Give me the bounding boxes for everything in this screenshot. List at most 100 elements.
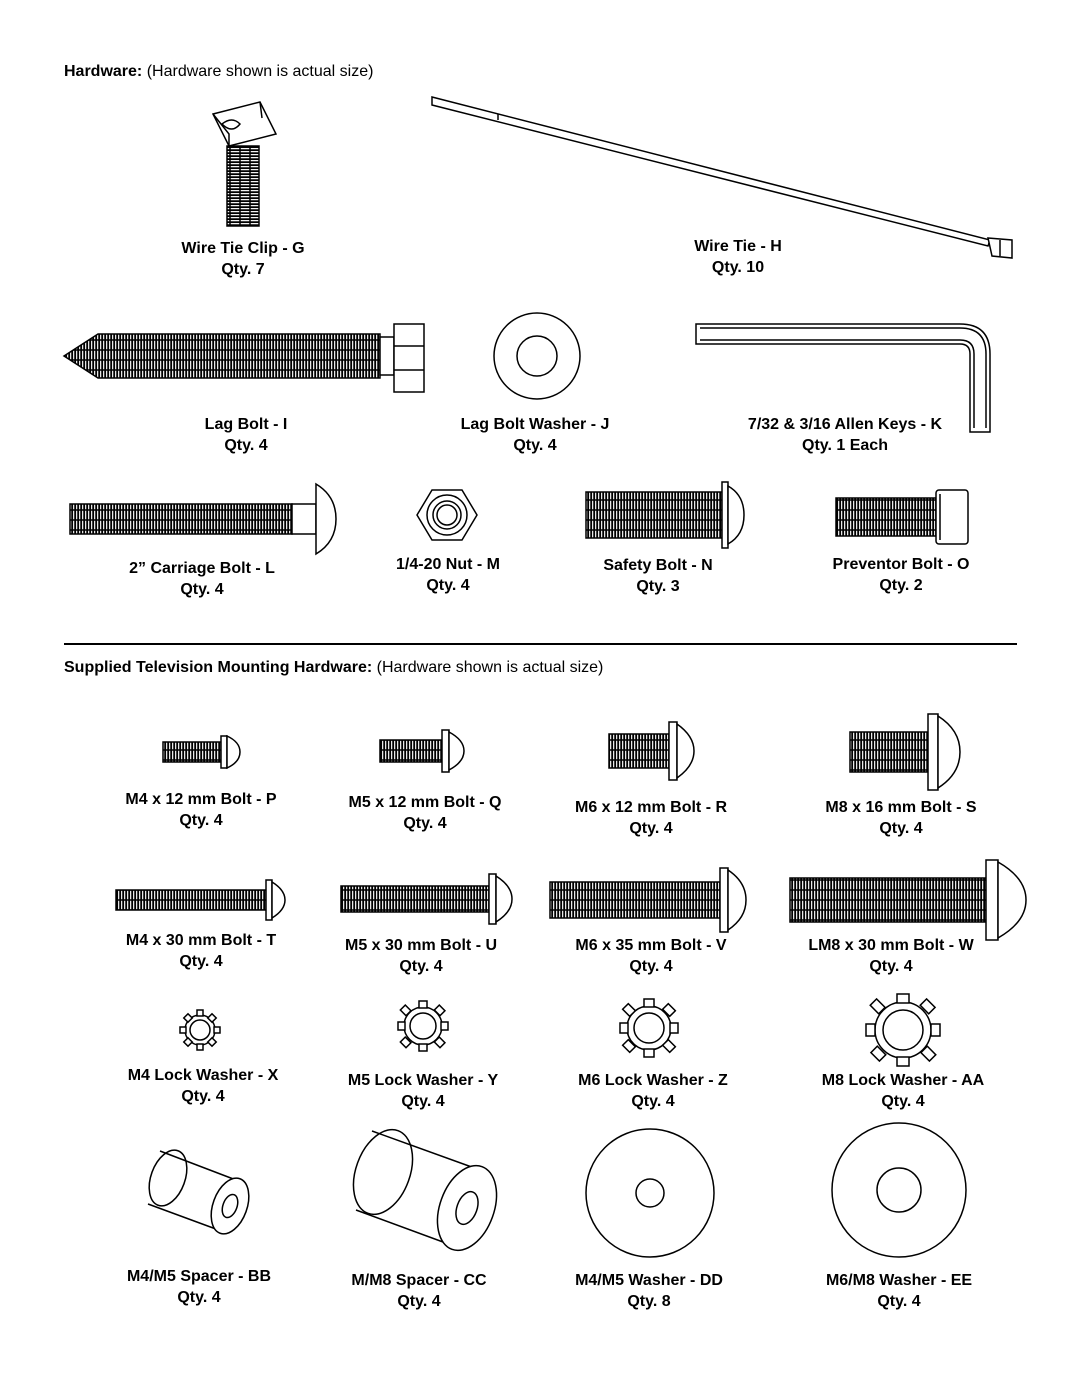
m5x12-bolt-icon (379, 729, 465, 773)
item-name: M6 x 35 mm Bolt - V (575, 937, 727, 954)
label-preventor-bolt: Preventor Bolt - O Qty. 2 (833, 554, 970, 596)
item-qty: Qty. 4 (177, 1289, 221, 1306)
label-lm8x30-bolt: LM8 x 30 mm Bolt - W Qty. 4 (808, 935, 973, 977)
item-name: M5 x 30 mm Bolt - U (344, 937, 498, 954)
item-name: 7/32 & 3/16 Allen Keys - K (747, 416, 943, 433)
item-name: M/M8 Spacer - CC (351, 1272, 487, 1289)
item-qty: Qty. 4 (879, 820, 923, 837)
item-name: M4 x 12 mm Bolt - P (125, 791, 277, 808)
label-wire-tie: Wire Tie - H Qty. 10 (694, 236, 782, 278)
label-m6x12-bolt: M6 x 12 mm Bolt - R Qty. 4 (575, 797, 727, 839)
item-name: Preventor Bolt - O (832, 556, 970, 573)
item-qty: Qty. 4 (631, 1093, 675, 1110)
item-qty: Qty. 4 (877, 1293, 921, 1310)
wire-tie-clip-icon (211, 101, 278, 227)
label-m6x35-bolt: M6 x 35 mm Bolt - V Qty. 4 (575, 935, 726, 977)
label-m4-m5-spacer: M4/M5 Spacer - BB Qty. 4 (127, 1266, 271, 1308)
m-m8-spacer-icon (352, 1128, 498, 1252)
label-wire-tie-clip: Wire Tie Clip - G Qty. 7 (181, 238, 304, 280)
lag-bolt-icon (62, 323, 425, 393)
hardware-heading-bold: Hardware: (64, 63, 143, 80)
m4-m5-washer-icon (585, 1128, 715, 1258)
item-name: M8 Lock Washer - AA (821, 1072, 985, 1089)
item-name: 2” Carriage Bolt - L (129, 560, 275, 577)
label-lag-bolt-washer: Lag Bolt Washer - J Qty. 4 (461, 414, 610, 456)
m4x12-bolt-icon (162, 734, 241, 770)
label-m8-lock-washer: M8 Lock Washer - AA Qty. 4 (822, 1070, 984, 1112)
item-qty: Qty. 4 (399, 958, 443, 975)
item-name: M4 x 30 mm Bolt - T (125, 932, 277, 949)
tv-hardware-heading: Supplied Television Mounting Hardware: (… (64, 659, 603, 677)
label-carriage-bolt: 2” Carriage Bolt - L Qty. 4 (129, 558, 275, 600)
item-name: M6/M8 Washer - EE (825, 1272, 973, 1289)
m8-lock-washer-icon (865, 993, 941, 1067)
section-divider (64, 643, 1017, 645)
label-nut: 1/4-20 Nut - M Qty. 4 (396, 554, 500, 596)
preventor-bolt-icon (835, 489, 969, 545)
m8x16-bolt-icon (849, 713, 961, 791)
label-safety-bolt: Safety Bolt - N Qty. 3 (603, 555, 712, 597)
item-qty: Qty. 4 (426, 577, 470, 594)
item-name: LM8 x 30 mm Bolt - W (808, 937, 974, 954)
m6-m8-washer-icon (831, 1122, 967, 1258)
m6x12-bolt-icon (608, 721, 695, 781)
label-m4-m5-washer: M4/M5 Washer - DD Qty. 8 (575, 1270, 723, 1312)
item-qty: Qty. 4 (397, 1293, 441, 1310)
label-m5-lock-washer: M5 Lock Washer - Y Qty. 4 (348, 1070, 498, 1112)
item-name: M8 x 16 mm Bolt - S (825, 799, 977, 816)
label-m5x30-bolt: M5 x 30 mm Bolt - U Qty. 4 (345, 935, 497, 977)
hardware-heading-note: (Hardware shown is actual size) (146, 63, 374, 80)
m5x30-bolt-icon (340, 873, 513, 925)
item-qty: Qty. 4 (401, 1093, 445, 1110)
item-name: M5 x 12 mm Bolt - Q (348, 794, 502, 811)
item-qty: Qty. 4 (629, 820, 673, 837)
tv-hardware-heading-note: (Hardware shown is actual size) (376, 659, 604, 676)
item-name: M4/M5 Washer - DD (575, 1272, 723, 1289)
tv-hardware-heading-bold: Supplied Television Mounting Hardware: (64, 659, 373, 676)
safety-bolt-icon (585, 481, 745, 549)
item-name: Wire Tie - H (694, 238, 782, 255)
item-qty: Qty. 4 (403, 815, 447, 832)
item-name: 1/4-20 Nut - M (395, 556, 501, 573)
item-qty: Qty. 4 (224, 437, 268, 454)
item-qty: Qty. 4 (881, 1093, 925, 1110)
item-qty: Qty. 3 (636, 578, 680, 595)
m5-lock-washer-icon (397, 1000, 449, 1052)
item-name: M6 x 12 mm Bolt - R (574, 799, 728, 816)
hardware-heading: Hardware: (Hardware shown is actual size… (64, 63, 373, 81)
item-qty: Qty. 8 (627, 1293, 671, 1310)
m4-lock-washer-icon (179, 1009, 221, 1051)
m6-lock-washer-icon (619, 998, 679, 1058)
nut-icon (416, 489, 478, 541)
item-name: Lag Bolt Washer - J (460, 416, 610, 433)
item-qty: Qty. 4 (513, 437, 557, 454)
item-name: M5 Lock Washer - Y (347, 1072, 499, 1089)
label-m4x30-bolt: M4 x 30 mm Bolt - T Qty. 4 (126, 930, 276, 972)
item-qty: Qty. 2 (879, 577, 923, 594)
item-qty: Qty. 1 Each (802, 437, 888, 454)
item-qty: Qty. 4 (179, 953, 223, 970)
label-m6-m8-washer: M6/M8 Washer - EE Qty. 4 (826, 1270, 972, 1312)
label-m6-lock-washer: M6 Lock Washer - Z Qty. 4 (578, 1070, 728, 1112)
item-qty: Qty. 4 (629, 958, 673, 975)
carriage-bolt-icon (69, 482, 337, 556)
item-name: M6 Lock Washer - Z (578, 1072, 728, 1089)
wire-tie-icon (431, 96, 1013, 259)
m4-m5-spacer-icon (147, 1149, 250, 1235)
m4x30-bolt-icon (115, 879, 286, 921)
lm8x30-bolt-icon (789, 859, 1027, 941)
item-name: Safety Bolt - N (603, 557, 713, 574)
item-qty: Qty. 7 (221, 261, 265, 278)
item-name: M4/M5 Spacer - BB (126, 1268, 272, 1285)
label-m8x16-bolt: M8 x 16 mm Bolt - S Qty. 4 (825, 797, 976, 839)
item-qty: Qty. 10 (711, 259, 765, 276)
label-m4-lock-washer: M4 Lock Washer - X Qty. 4 (128, 1065, 279, 1107)
label-m-m8-spacer: M/M8 Spacer - CC Qty. 4 (351, 1270, 486, 1312)
item-name: Wire Tie Clip - G (181, 240, 305, 257)
label-allen-keys: 7/32 & 3/16 Allen Keys - K Qty. 1 Each (748, 414, 942, 456)
item-name: Lag Bolt - I (204, 416, 288, 433)
allen-keys-icon (695, 323, 991, 433)
lag-bolt-washer-icon (493, 312, 581, 400)
item-qty: Qty. 4 (869, 958, 913, 975)
